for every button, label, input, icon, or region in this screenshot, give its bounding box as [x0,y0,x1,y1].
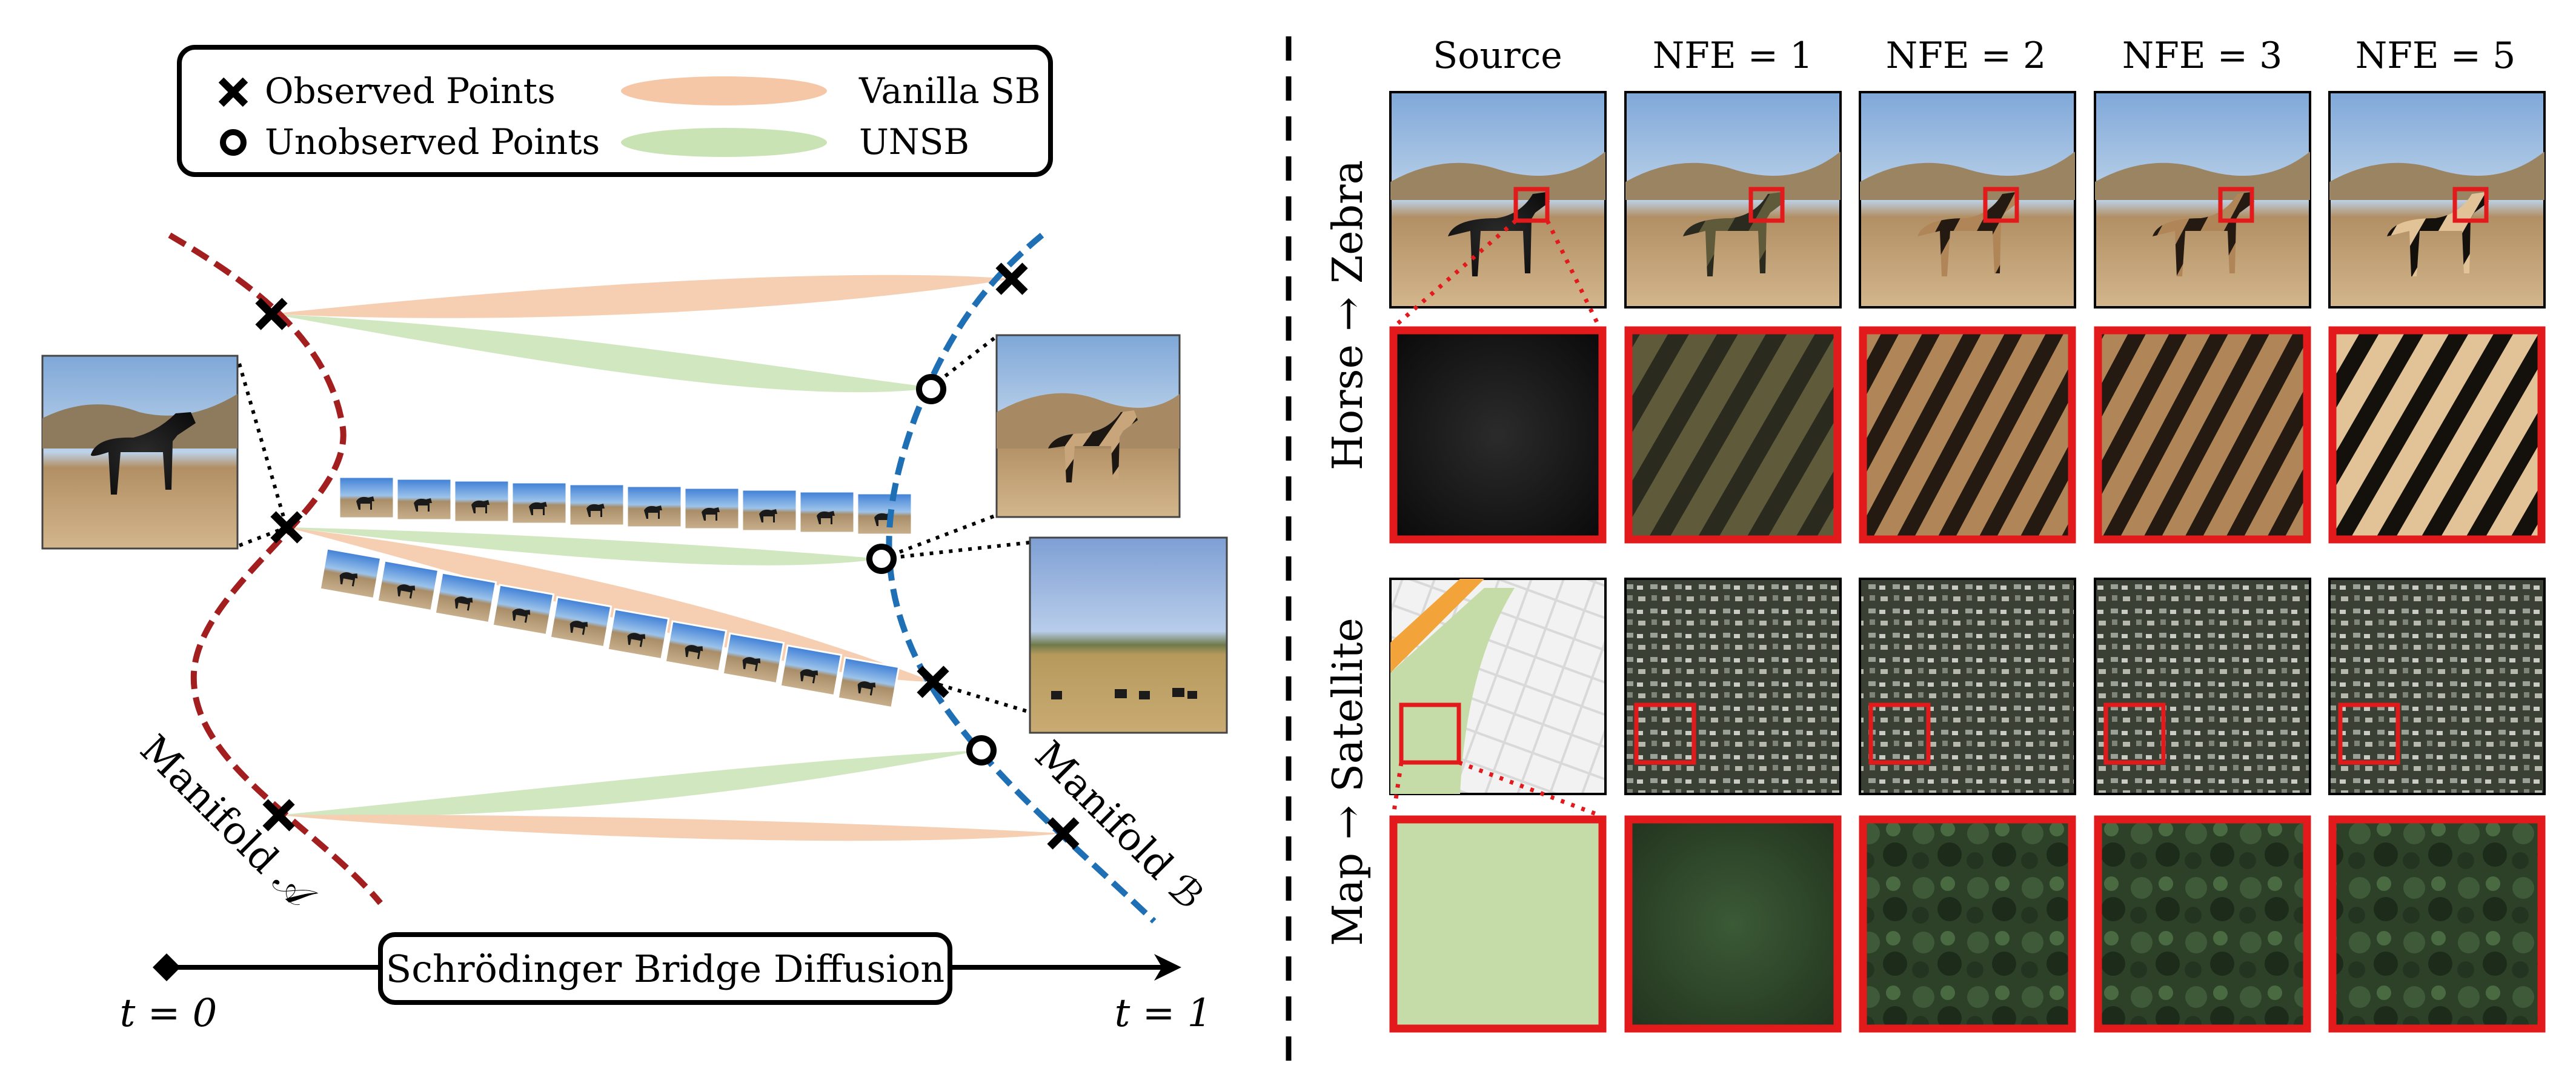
unsb-swatch [621,128,827,157]
observed-point-b3 [1047,817,1080,850]
unsb-band-top [271,314,936,393]
map-row-images [1389,578,2546,795]
diamond-icon [153,953,181,981]
circle-icon [220,129,247,156]
col-header-nfe3: NFE = 3 [2122,35,2283,77]
observed-point-a1 [255,298,288,330]
arrow-icon [1154,954,1181,981]
map-nfe3-image [2094,578,2311,795]
horse-zoom-nfe2 [1859,326,2076,544]
row-label-horse-zebra: Horse → Zebra [1324,160,1372,470]
map-zoom-nfe3 [2094,815,2311,1033]
horse-zoom-row [1389,326,2546,544]
map-zoom-nfe2 [1859,815,2076,1033]
unobserved-point-b2 [866,544,897,574]
horse-nfe3-image [2094,91,2311,309]
map-zoom-nfe1 [1624,815,1842,1033]
observed-point-b1 [995,262,1028,295]
horse-row-images [1389,91,2546,309]
column-headers: Source NFE = 1 NFE = 2 NFE = 3 NFE = 5 [1433,35,2515,77]
trajectory-lower [319,547,900,709]
horse-zoom-source [1389,326,1607,544]
col-header-source: Source [1433,35,1562,77]
timeline: Schrödinger Bridge Diffusion t = 0 t = 1 [120,932,1212,1036]
legend: Observed Points Unobserved Points Vanill… [177,45,1053,177]
bridge-bands [271,275,1063,841]
horse-zoom-nfe5 [2328,326,2546,544]
horse-zoom-nfe3 [2094,326,2311,544]
horse-nfe2-image [1859,91,2076,309]
unsb-band-bottom [279,750,981,817]
observed-point-a2 [270,511,303,544]
col-header-nfe2: NFE = 2 [1886,35,2047,77]
t1-label: t = 1 [1115,991,1212,1036]
legend-unobserved-label: Unobserved Points [265,121,600,162]
map-zoom-source [1389,815,1607,1033]
observed-point-a3 [262,799,295,832]
legend-vanilla-label: Vanilla SB [858,70,1041,112]
unobserved-point-b3 [966,735,997,765]
map-zoom-nfe5 [2328,815,2546,1033]
timeline-label: Schrödinger Bridge Diffusion [386,947,945,991]
unobserved-point-b1 [916,374,946,404]
map-nfe1-image [1624,578,1842,795]
vanilla-swatch [621,76,827,105]
t0-label: t = 0 [120,991,217,1036]
horse-zoom-lines [1392,219,1602,329]
row-label-map-satellite: Map → Satellite [1324,618,1372,946]
x-mark-icon [218,77,248,107]
col-header-nfe5: NFE = 5 [2355,35,2516,77]
map-source-image [1389,578,1607,795]
zebra-image [995,334,1181,518]
source-horse-image [41,355,239,550]
trajectory-upper [338,476,913,536]
horse-nfe1-image [1624,91,1842,309]
horse-nfe5-image [2328,91,2546,309]
unsb-band-mid [287,527,881,565]
manifold-a-curve [168,232,383,906]
vanilla-band-top [271,275,1012,318]
vanilla-band-bottom [279,815,1063,841]
map-zoom-row [1389,815,2546,1033]
observed-point-b2 [917,665,949,698]
savanna-image [1029,536,1228,734]
legend-unsb-label: UNSB [859,121,969,162]
map-nfe2-image [1859,578,2076,795]
horse-zoom-nfe1 [1624,326,1842,544]
horse-source-image [1389,91,1607,309]
map-zoom-lines [1391,760,1601,818]
map-nfe5-image [2328,578,2546,795]
col-header-nfe1: NFE = 1 [1653,35,1813,77]
legend-observed-label: Observed Points [265,70,556,112]
